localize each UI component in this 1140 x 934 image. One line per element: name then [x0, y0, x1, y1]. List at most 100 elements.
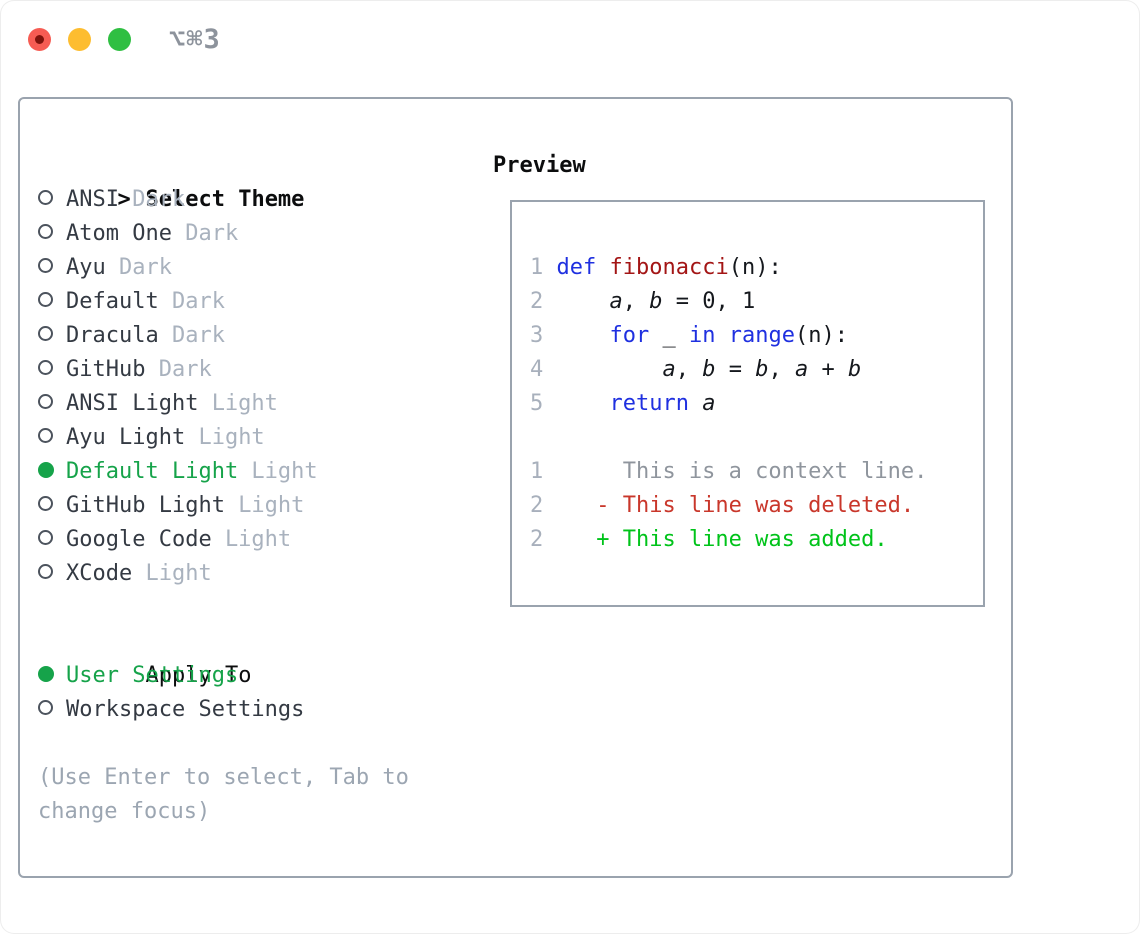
theme-option[interactable]: Ayu Light Light — [38, 421, 409, 455]
apply-option[interactable]: User Settings — [38, 659, 409, 693]
theme-option[interactable]: Default Light Light — [38, 455, 409, 489]
token-plain: (n): — [728, 255, 782, 280]
token-var: a — [702, 391, 716, 416]
help-text-line-1: (Use Enter to select, Tab to — [38, 765, 409, 790]
radio-marker — [38, 217, 66, 251]
diff-line: 1 This is a context line. — [530, 455, 983, 489]
token-plain: (n): — [794, 323, 848, 348]
line-number: 2 — [530, 527, 544, 552]
token-plain — [689, 391, 702, 416]
line-content: for _ in range(n): — [556, 323, 847, 348]
radio-selected-icon — [38, 665, 54, 682]
apply-to-header: Apply To — [38, 625, 409, 688]
theme-variant: Light — [224, 527, 292, 552]
token-fn: fibonacci — [609, 255, 729, 280]
radio-unselected-icon — [38, 360, 53, 375]
titlebar: ⌥⌘3 — [28, 23, 221, 55]
token-deleted: - This line was deleted. — [556, 493, 915, 518]
apply-option-label: User Settings — [66, 663, 239, 688]
token-plain: = 0, 1 — [662, 289, 756, 314]
theme-name: ANSI — [66, 187, 119, 212]
token-plain: + — [808, 357, 848, 382]
radio-unselected-icon — [38, 564, 53, 579]
token-kw: range — [728, 323, 795, 348]
line-content: This is a context line. — [556, 459, 928, 484]
radio-unselected-icon — [38, 428, 53, 443]
window-shortcut-label: ⌥⌘3 — [169, 23, 221, 55]
radio-unselected-icon — [38, 326, 53, 341]
apply-option-label: Workspace Settings — [66, 697, 305, 722]
line-number: 3 — [530, 323, 544, 348]
radio-marker — [38, 319, 66, 353]
theme-name: ANSI Light — [66, 391, 199, 416]
theme-name: GitHub — [66, 357, 146, 382]
token-context: This is a context line. — [556, 459, 928, 484]
blank-line — [530, 421, 983, 455]
apply-option[interactable]: Workspace Settings — [38, 693, 409, 727]
radio-marker — [38, 421, 66, 455]
zoom-button[interactable] — [108, 27, 131, 51]
line-number: 1 — [530, 459, 544, 484]
theme-variant: Dark — [171, 323, 225, 348]
radio-marker — [38, 455, 66, 489]
theme-name: XCode — [66, 561, 133, 586]
theme-variant: Light — [251, 459, 318, 484]
theme-name: GitHub Light — [66, 493, 225, 518]
radio-marker — [38, 557, 66, 591]
close-button[interactable] — [28, 27, 51, 51]
theme-name: Ayu Light — [66, 425, 186, 450]
token-plain — [715, 323, 728, 348]
token-kw: def — [556, 255, 597, 280]
theme-option[interactable]: ANSI Light Light — [38, 387, 409, 421]
radio-marker — [38, 693, 66, 727]
theme-option[interactable]: GitHub Light Light — [38, 489, 409, 523]
token-plain: , — [768, 357, 795, 382]
line-content: + This line was added. — [556, 527, 887, 552]
token-var: b — [649, 289, 663, 314]
theme-variant: Light — [198, 425, 265, 450]
radio-marker — [38, 285, 66, 319]
theme-name: Default Light — [66, 459, 239, 484]
code-line: 3 for _ in range(n): — [530, 319, 983, 353]
token-kw: return — [609, 391, 689, 416]
token-plain — [596, 255, 609, 280]
theme-name: Default — [66, 289, 159, 314]
select-theme-header: >Select Theme — [38, 149, 409, 212]
theme-variant: Light — [211, 391, 278, 416]
line-content: return a — [556, 391, 715, 416]
token-var: a — [609, 289, 623, 314]
radio-marker — [38, 387, 66, 421]
line-number: 5 — [530, 391, 544, 416]
minimize-button[interactable] — [68, 27, 91, 51]
token-plain — [556, 289, 609, 314]
theme-variant: Dark — [185, 221, 239, 246]
token-kw: for — [609, 323, 650, 348]
code-line: 5 return a — [530, 387, 983, 421]
line-content: - This line was deleted. — [556, 493, 914, 518]
line-content: def fibonacci(n): — [556, 255, 781, 280]
token-plain — [556, 391, 609, 416]
theme-variant: Light — [238, 493, 305, 518]
token-var: b — [755, 357, 769, 382]
apply-to-title: Apply To — [145, 663, 252, 688]
token-plain: , — [675, 357, 703, 382]
cursor-prompt: > — [117, 187, 131, 212]
token-plain — [556, 323, 609, 348]
preview-title: Preview — [493, 153, 586, 178]
radio-unselected-icon — [38, 700, 53, 715]
radio-unselected-icon — [38, 496, 53, 511]
